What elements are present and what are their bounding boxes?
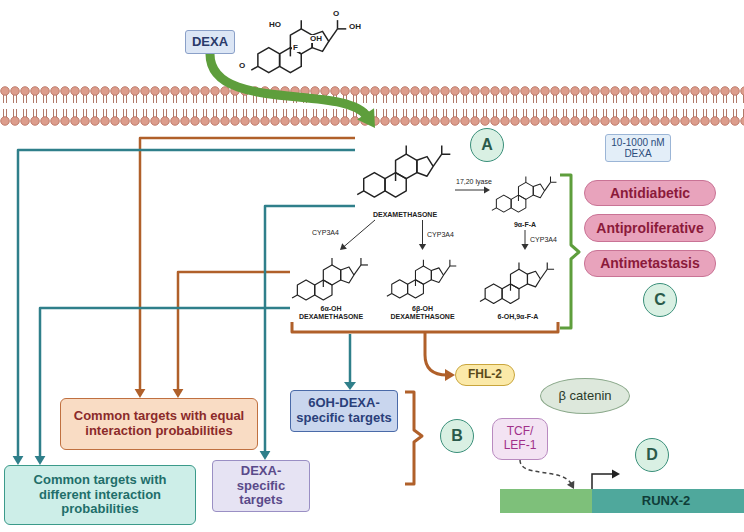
compound-structure: 6α-OH DEXAMETHASONE bbox=[290, 250, 372, 322]
target-box: DEXA-specific targets bbox=[212, 460, 310, 512]
node-text: Common targets with different interactio… bbox=[9, 473, 191, 518]
teal-leader bbox=[349, 334, 352, 383]
node-text: TCF/ LEF-1 bbox=[497, 425, 543, 453]
connector-line bbox=[455, 190, 485, 191]
connector-line bbox=[525, 230, 526, 245]
node-text: RUNX-2 bbox=[642, 494, 690, 509]
dexamethasone-structure bbox=[251, 20, 346, 73]
connector bbox=[340, 220, 375, 250]
connector bbox=[520, 460, 574, 489]
atom-label: OH bbox=[309, 35, 323, 43]
arrow-head bbox=[612, 470, 620, 479]
target-box: Common targets with different interactio… bbox=[4, 465, 196, 525]
effect-pill: Antiproliferative bbox=[584, 214, 716, 242]
callout-circle: C bbox=[643, 283, 677, 317]
compound-structure: 9α-F-A bbox=[490, 165, 560, 230]
node-text: FHL-2 bbox=[468, 368, 502, 382]
drug-box: DEXA bbox=[185, 30, 235, 54]
target-box: 6OH-DEXA-specific targets bbox=[290, 390, 398, 432]
compound-structure: DEXAMETHASONE bbox=[355, 128, 455, 220]
node-text: D bbox=[646, 446, 658, 464]
protein-box: TCF/ LEF-1 bbox=[492, 418, 548, 460]
connector bbox=[35, 308, 290, 465]
connector-line bbox=[178, 272, 290, 391]
edge-label: 17,20 lyase bbox=[455, 178, 493, 185]
atom-label: OH bbox=[348, 23, 362, 31]
node-text: 6-OH,9α-F-A bbox=[498, 313, 539, 321]
protein-ellipse: β catenin bbox=[540, 378, 630, 414]
connector-line bbox=[140, 138, 355, 391]
green-bracket bbox=[560, 175, 579, 328]
brown-bracket bbox=[405, 392, 422, 484]
arrow-head bbox=[484, 186, 490, 193]
edge-label: CYP3A4 bbox=[311, 229, 340, 236]
compound-structure: 6β-OH DEXAMETHASONE bbox=[385, 250, 460, 322]
node-text: C bbox=[654, 291, 666, 309]
arrow-head bbox=[344, 382, 356, 390]
effect-pill: Antimetastasis bbox=[584, 250, 716, 277]
atom-label: HO bbox=[268, 21, 282, 29]
node-text: 9α-F-A bbox=[514, 221, 536, 229]
edge-label: CYP3A4 bbox=[529, 236, 558, 243]
target-box: Common targets with equal interaction pr… bbox=[60, 398, 258, 450]
brown-leader bbox=[425, 332, 447, 375]
node-text: A bbox=[481, 136, 493, 154]
protein-pill: FHL-2 bbox=[455, 364, 515, 386]
connector bbox=[135, 138, 355, 398]
connector-line bbox=[40, 308, 290, 458]
arrow-head bbox=[173, 389, 184, 398]
callout-circle: B bbox=[440, 419, 474, 453]
node-text: 6OH-DEXA-specific targets bbox=[295, 396, 393, 426]
gene-bar: RUNX-2 bbox=[500, 489, 744, 513]
arrow-head bbox=[419, 244, 426, 250]
node-text: DEXA bbox=[192, 35, 228, 50]
atom-label: O bbox=[332, 10, 340, 18]
arrow-head bbox=[35, 456, 46, 465]
node-text: Common targets with equal interaction pr… bbox=[65, 409, 253, 439]
node-text: Antidiabetic bbox=[610, 185, 690, 201]
structure-drawing bbox=[356, 128, 454, 211]
node-text: DEXAMETHASONE bbox=[373, 211, 437, 219]
arrow-head bbox=[445, 369, 455, 381]
promoter-arrow bbox=[592, 474, 613, 489]
connector-line bbox=[210, 54, 367, 117]
node-text: 6β-OH DEXAMETHASONE bbox=[386, 305, 459, 321]
node-text: B bbox=[451, 427, 463, 445]
node-text: 6α-OH DEXAMETHASONE bbox=[291, 305, 371, 321]
structure-drawing bbox=[479, 250, 557, 313]
brown-bracket bbox=[292, 322, 558, 332]
node-text: Antimetastasis bbox=[600, 255, 700, 271]
structure-drawing bbox=[291, 250, 371, 305]
connector-line bbox=[344, 220, 375, 247]
connector bbox=[210, 54, 375, 128]
arrow-head bbox=[13, 456, 24, 465]
arrow-head bbox=[357, 108, 375, 128]
connector bbox=[521, 230, 528, 250]
atom-label: O bbox=[238, 62, 246, 70]
connector-line bbox=[520, 460, 571, 484]
dose-box: 10-1000 nM DEXA bbox=[605, 134, 671, 162]
node-text: 10-1000 nM DEXA bbox=[610, 137, 666, 160]
connector bbox=[455, 186, 490, 193]
arrow-head bbox=[260, 451, 271, 460]
node-text: DEXA-specific targets bbox=[217, 464, 305, 509]
structure-drawing bbox=[491, 165, 559, 221]
callout-circle: D bbox=[635, 438, 669, 472]
node-text: β catenin bbox=[558, 389, 611, 404]
node-text: Antiproliferative bbox=[596, 220, 703, 236]
structure-drawing bbox=[386, 250, 459, 305]
arrow-head bbox=[567, 481, 574, 489]
arrow-head bbox=[521, 244, 528, 250]
callout-circle: A bbox=[470, 128, 504, 162]
edge-label: CYP3A4 bbox=[426, 231, 455, 238]
arrow-head bbox=[340, 243, 347, 250]
arrow-head bbox=[135, 389, 146, 398]
compound-structure: 6-OH,9α-F-A bbox=[478, 250, 558, 322]
connector bbox=[173, 272, 290, 398]
connector-line bbox=[422, 220, 423, 245]
effect-pill: Antidiabetic bbox=[584, 180, 716, 206]
atom-label: F bbox=[292, 44, 299, 52]
